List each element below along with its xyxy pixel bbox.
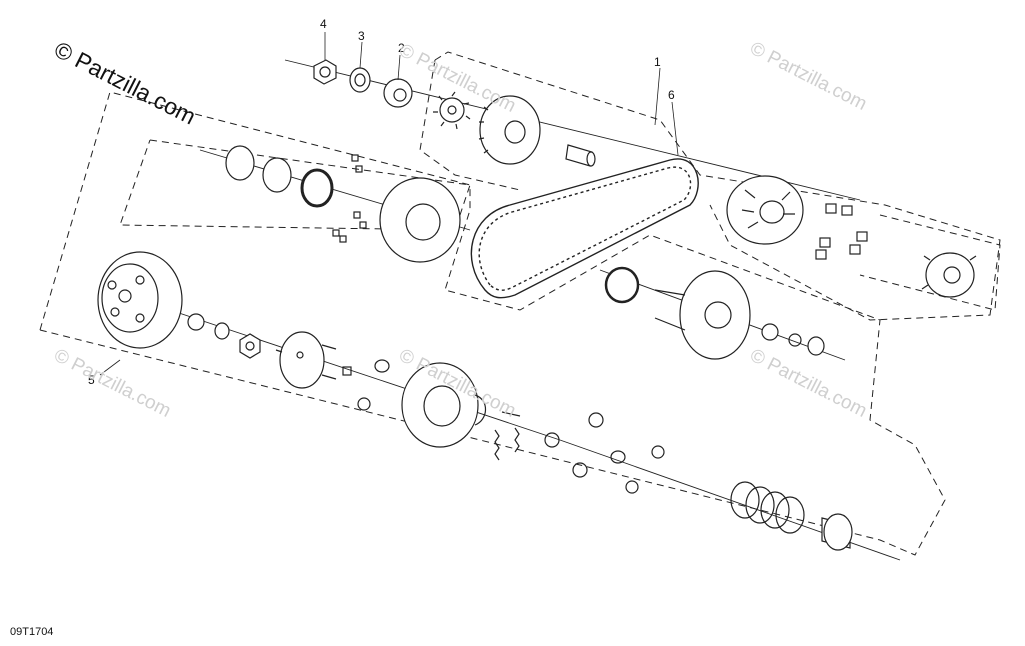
driven-pulley-bearings bbox=[761, 323, 825, 356]
nut-part-4 bbox=[313, 59, 337, 85]
clutch-shoe bbox=[401, 362, 487, 448]
callout-5: 5 bbox=[88, 373, 95, 387]
drive-belt bbox=[470, 158, 699, 299]
sleeve-bushing bbox=[565, 144, 596, 167]
clutch-springs bbox=[494, 411, 521, 461]
torque-spring bbox=[730, 481, 805, 534]
clutch-bushings bbox=[544, 412, 665, 494]
callout-leaders bbox=[99, 32, 679, 376]
driven-pulley bbox=[654, 270, 751, 360]
variator-assembly bbox=[726, 175, 804, 245]
callout-4: 4 bbox=[320, 17, 327, 31]
ramp-plate bbox=[921, 252, 977, 298]
driven-pulley-ring bbox=[604, 266, 640, 304]
small-pins bbox=[332, 154, 367, 243]
roller-weights bbox=[815, 203, 868, 260]
callout-6: 6 bbox=[668, 88, 675, 102]
clutch-springs-small bbox=[342, 359, 390, 411]
spring-seat bbox=[821, 513, 853, 551]
clutch-bell bbox=[97, 251, 183, 349]
drive-face-pulley bbox=[478, 95, 541, 165]
clutch-carrier-plate bbox=[275, 331, 337, 389]
drive-sprocket bbox=[433, 91, 471, 130]
clutch-washers bbox=[187, 313, 261, 359]
callout-1: 1 bbox=[654, 55, 661, 69]
fixed-sheave bbox=[379, 177, 461, 263]
callout-3: 3 bbox=[358, 29, 365, 43]
washer-part-3 bbox=[349, 67, 371, 93]
seal-rings bbox=[225, 145, 334, 208]
callout-2: 2 bbox=[398, 41, 405, 55]
nut-part-2 bbox=[383, 78, 413, 108]
diagram-code: 09T1704 bbox=[10, 626, 54, 638]
